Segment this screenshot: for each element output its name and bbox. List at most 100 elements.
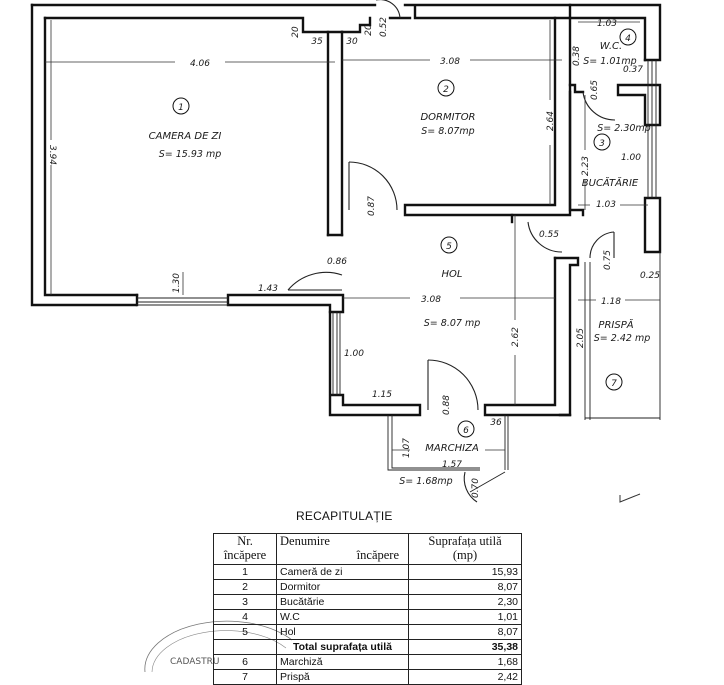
cell-name: Dormitor [276, 579, 409, 595]
cell-area: 15,93 [408, 564, 522, 580]
walls [30, 3, 662, 417]
cell-name: Marchiză [276, 654, 409, 670]
dim-label: 1.30 [172, 273, 182, 293]
dim-label: 1.03 [596, 200, 616, 210]
room-7-marker: 7 [605, 373, 623, 391]
dim-label: 2.64 [546, 111, 556, 131]
dim-label: 2.05 [576, 328, 586, 348]
room-4-area: S= 1.01mp [583, 56, 636, 67]
dim-label: 0.87 [367, 196, 377, 216]
room-6-area: S= 1.68mp [399, 476, 452, 487]
windows [137, 60, 661, 493]
cell-nr: 3 [213, 594, 277, 610]
cell-nr: 6 [213, 654, 277, 670]
dim-label: 20 [364, 24, 374, 36]
dim-label: 35 [311, 37, 323, 47]
cell-area: 2,30 [408, 594, 522, 610]
door-swings [287, 0, 616, 503]
room-7-area: S= 2.42 mp [594, 333, 650, 344]
dim-label: 1.00 [621, 153, 641, 163]
room-3-number: 3 [599, 139, 605, 149]
header-nr: Nr. încăpere [213, 533, 277, 565]
room-4-marker: 4 [619, 28, 637, 46]
dim-label: 0.75 [603, 250, 613, 270]
dim-label: 20 [291, 26, 301, 38]
dimension-labels: 4.06 3.94 20 35 30 20 0.52 3.08 2.64 0.8… [47, 17, 660, 498]
dim-label: 0.52 [379, 17, 389, 37]
dim-label: 1.00 [344, 349, 364, 359]
room-2-marker: 2 [437, 79, 455, 97]
dim-label: 4.06 [190, 59, 210, 69]
table-row: 3 Bucătărie 2,30 [213, 594, 522, 610]
room-4-number: 4 [625, 34, 631, 44]
room-5-name: HOL [442, 269, 463, 280]
dim-label: 1.03 [597, 19, 617, 29]
header-name: Denumire încăpere [276, 533, 409, 565]
header-area: Suprafața utilă (mp) [408, 533, 522, 565]
header-area-line2: (mp) [452, 548, 478, 562]
dim-label: 1.07 [402, 438, 412, 458]
room-6-marker: 6 [457, 420, 475, 438]
room-4-name: W.C. [600, 41, 622, 52]
room-7-name: PRISPĂ [598, 318, 633, 331]
dim-label: 0.65 [590, 80, 600, 100]
table-row: 5 Hol 8,07 [213, 624, 522, 640]
room-3-marker: 3 [593, 133, 611, 151]
room-markers: 1 2 3 4 5 6 7 [172, 28, 637, 438]
header-nr-line1: Nr. [237, 534, 253, 548]
room-3-name: BUCĂTĂRIE [582, 176, 639, 189]
room-7-number: 7 [611, 379, 617, 389]
floor-plan: 1 2 3 4 5 6 7 CAMERA DE ZI S= 15.93 mp [30, 0, 662, 503]
dim-label: 1.18 [601, 297, 621, 307]
room-2-number: 2 [443, 85, 449, 95]
dim-label: 2.62 [511, 327, 521, 347]
dim-label: 2.23 [581, 156, 591, 176]
header-nr-line2: încăpere [223, 548, 267, 562]
recap-header-row: Nr. încăpere Denumire încăpere Suprafața… [213, 533, 522, 565]
header-area-line1: Suprafața utilă [428, 534, 502, 548]
room-labels: CAMERA DE ZI S= 15.93 mp DORMITOR S= 8.0… [149, 41, 651, 487]
dim-label: 0.25 [640, 271, 660, 281]
cell-nr: 2 [213, 579, 277, 595]
cell-name: Cameră de zi [276, 564, 409, 580]
dim-label: 1.15 [372, 390, 392, 400]
cell-nr: 4 [213, 609, 277, 625]
dim-label: 0.70 [471, 478, 481, 498]
cell-area: 8,07 [408, 624, 522, 640]
total-area: 35,38 [408, 639, 522, 655]
cell-name: W.C [276, 609, 409, 625]
table-row: 2 Dormitor 8,07 [213, 579, 522, 595]
table-row: 6 Marchiză 1,68 [213, 654, 522, 670]
dim-label: 0.55 [539, 230, 559, 240]
dim-label: 0.86 [327, 257, 347, 267]
stamp-text: CADASTRU [170, 657, 219, 667]
dim-label: 36 [490, 418, 502, 428]
dim-label: 0.38 [572, 46, 582, 66]
total-row: Total suprafața utilă 35,38 [213, 639, 522, 655]
room-2-name: DORMITOR [420, 112, 475, 123]
room-6-number: 6 [463, 426, 469, 436]
header-name-line2: încăpere [356, 548, 399, 562]
cell-area: 1,68 [408, 654, 522, 670]
recap-table: Nr. încăpere Denumire încăpere Suprafața… [213, 533, 522, 685]
cell-area: 8,07 [408, 579, 522, 595]
cell-name: Bucătărie [276, 594, 409, 610]
dimension-lines [45, 20, 660, 451]
room-5-area: S= 8.07 mp [424, 318, 480, 329]
dim-label: 3.08 [440, 57, 460, 67]
cell-name: Hol [276, 624, 409, 640]
room-1-name: CAMERA DE ZI [149, 131, 222, 142]
room-1-number: 1 [178, 103, 184, 113]
room-5-marker: 5 [440, 236, 458, 254]
dim-label: 3.94 [47, 145, 57, 165]
stamp-mark [619, 493, 641, 503]
dim-label: 1.43 [258, 284, 278, 294]
dim-label: 0.88 [442, 395, 452, 415]
room-1-area: S= 15.93 mp [159, 149, 222, 160]
total-label: Total suprafața utilă [276, 639, 409, 655]
cell-nr: 5 [213, 624, 277, 640]
header-name-line1: Denumire [280, 534, 330, 548]
room-2-area: S= 8.07mp [421, 126, 474, 137]
table-row: 4 W.C 1,01 [213, 609, 522, 625]
room-5-number: 5 [446, 242, 452, 252]
